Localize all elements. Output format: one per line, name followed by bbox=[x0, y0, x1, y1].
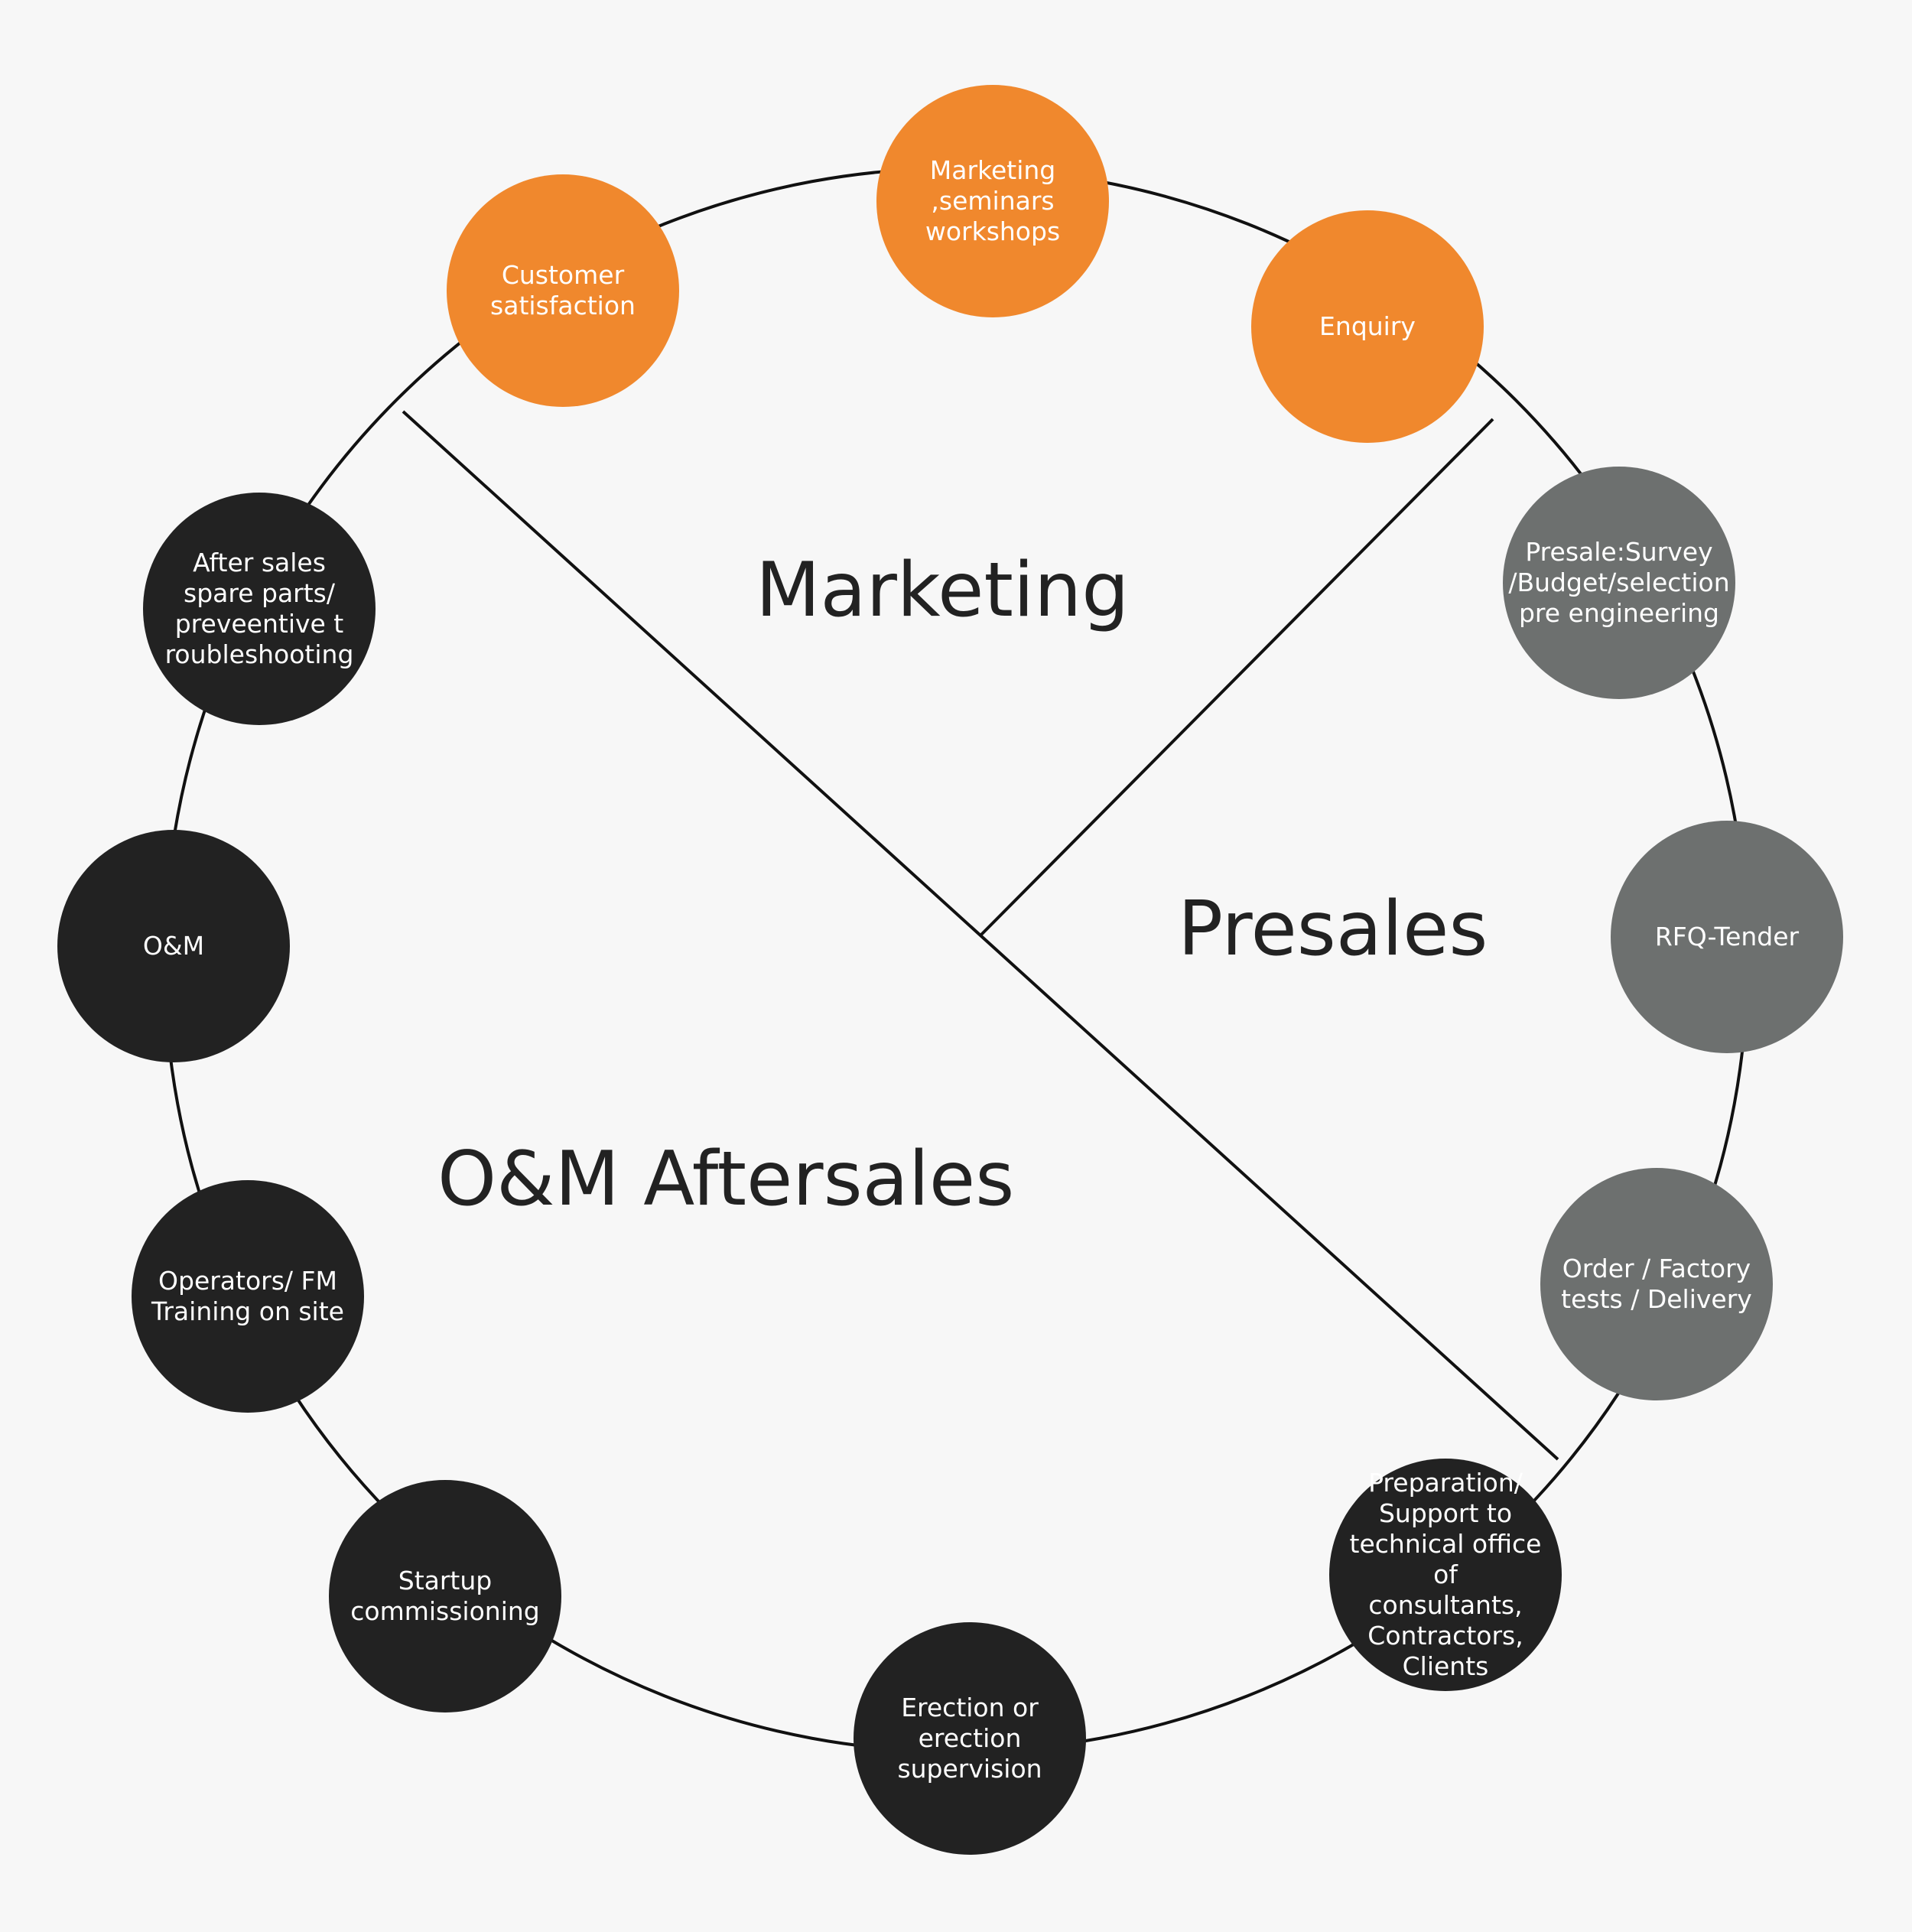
section-aftersales: O&M Aftersales bbox=[437, 1136, 1015, 1223]
section-presales: Presales bbox=[1178, 886, 1488, 973]
node-rfq-tender: RFQ-Tender bbox=[1611, 821, 1843, 1053]
node-marketing-seminars: Marketing ,seminars workshops bbox=[876, 85, 1109, 317]
node-om: O&M bbox=[57, 830, 290, 1062]
divider-presales bbox=[980, 418, 1494, 936]
divider-main bbox=[402, 410, 1559, 1461]
node-label: Presale:Survey /Budget/selection pre eng… bbox=[1508, 537, 1730, 628]
node-label: RFQ-Tender bbox=[1654, 922, 1800, 951]
node-order-factory: Order / Factory tests / Delivery bbox=[1540, 1168, 1773, 1400]
node-erection: Erection or erection supervision bbox=[854, 1622, 1086, 1855]
node-label: Preparation/ Support to technical office… bbox=[1349, 1468, 1542, 1681]
node-operators-training: Operators/ FM Training on site bbox=[132, 1180, 364, 1413]
node-label: After sales spare parts/ preveentive t r… bbox=[164, 548, 354, 669]
node-label: Startup commissioning bbox=[350, 1566, 540, 1626]
node-enquiry: Enquiry bbox=[1251, 210, 1484, 443]
node-label: Marketing ,seminars workshops bbox=[925, 155, 1061, 246]
section-marketing: Marketing bbox=[756, 547, 1130, 634]
node-label: O&M bbox=[142, 931, 205, 961]
node-label: Order / Factory tests / Delivery bbox=[1561, 1254, 1752, 1314]
node-after-sales: After sales spare parts/ preveentive t r… bbox=[143, 493, 376, 725]
node-label: Erection or erection supervision bbox=[897, 1693, 1042, 1784]
node-startup: Startup commissioning bbox=[329, 1480, 561, 1712]
node-label: Customer satisfaction bbox=[490, 260, 636, 320]
node-label: Operators/ FM Training on site bbox=[151, 1266, 344, 1326]
node-presale-survey: Presale:Survey /Budget/selection pre eng… bbox=[1503, 467, 1735, 699]
node-label: Enquiry bbox=[1319, 311, 1416, 341]
node-preparation-support: Preparation/ Support to technical office… bbox=[1329, 1459, 1562, 1691]
node-customer-satisfaction: Customer satisfaction bbox=[447, 174, 679, 407]
